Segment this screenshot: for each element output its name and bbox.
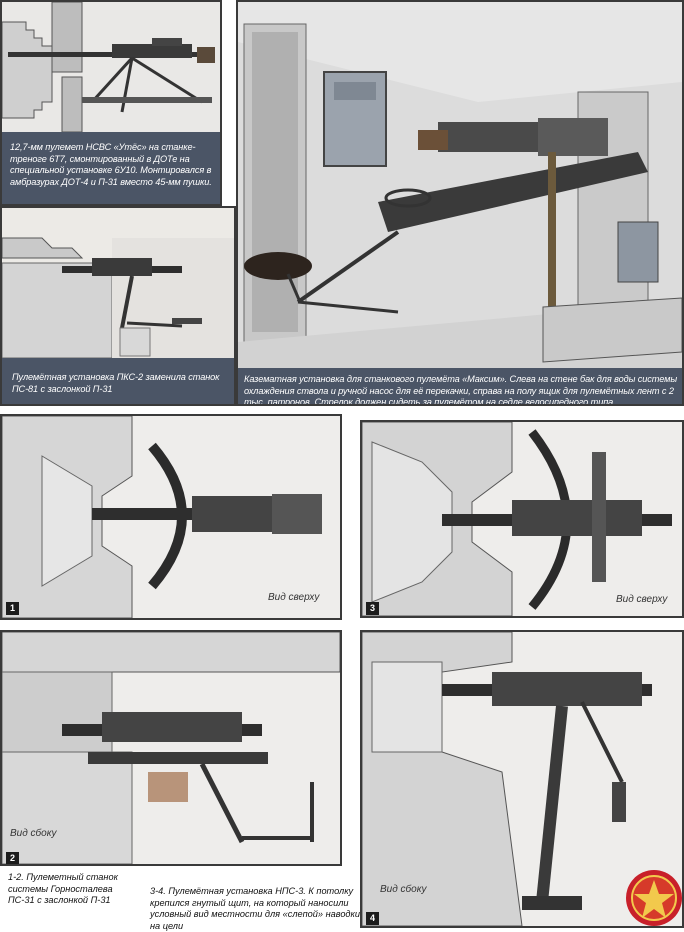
panel-maxim: Казематная установка для станкового пуле… [236, 0, 684, 406]
caption-maxim: Казематная установка для станкового пуле… [244, 374, 678, 406]
panel-3: Вид сверху 3 [360, 420, 684, 618]
panel-2: Вид сбоку 2 [0, 630, 342, 866]
panel-number-1: 1 [6, 602, 19, 615]
nps3-side-view-illustration [362, 632, 682, 926]
caption-nps3: 3-4. Пулемётная установка НПС-3. К потол… [150, 886, 360, 931]
nsvs-illustration [2, 2, 220, 132]
caption-gornostaev: 1-2. Пулеметный станок системы Горностал… [8, 872, 118, 905]
emblem-seal [626, 870, 682, 926]
caption-nsvs: 12,7-мм пулемет НСВС «Утёс» на станке-тр… [10, 142, 212, 187]
view-label-side-2: Вид сбоку [10, 828, 57, 839]
panel-number-3: 3 [366, 602, 379, 615]
panel-pks2: Пулемётная установка ПКС-2 заменила стан… [0, 206, 236, 406]
panel-4: Вид сбоку 4 [360, 630, 684, 928]
view-label-side-4: Вид сбоку [380, 884, 427, 895]
panel-1: Вид сверху 1 [0, 414, 342, 620]
panel-number-2: 2 [6, 852, 19, 864]
caption-pks2: Пулемётная установка ПКС-2 заменила стан… [12, 372, 220, 394]
view-label-top-1: Вид сверху [268, 592, 320, 603]
maxim-illustration [238, 2, 682, 368]
panel-number-4: 4 [366, 912, 379, 925]
nps3-top-view-illustration [362, 422, 682, 616]
view-label-top-3: Вид сверху [616, 594, 668, 605]
gornostaev-top-view-illustration [2, 416, 340, 618]
gornostaev-side-view-illustration [2, 632, 340, 864]
panel-nsvs: 12,7-мм пулемет НСВС «Утёс» на станке-тр… [0, 0, 222, 206]
pks2-illustration [2, 208, 234, 358]
